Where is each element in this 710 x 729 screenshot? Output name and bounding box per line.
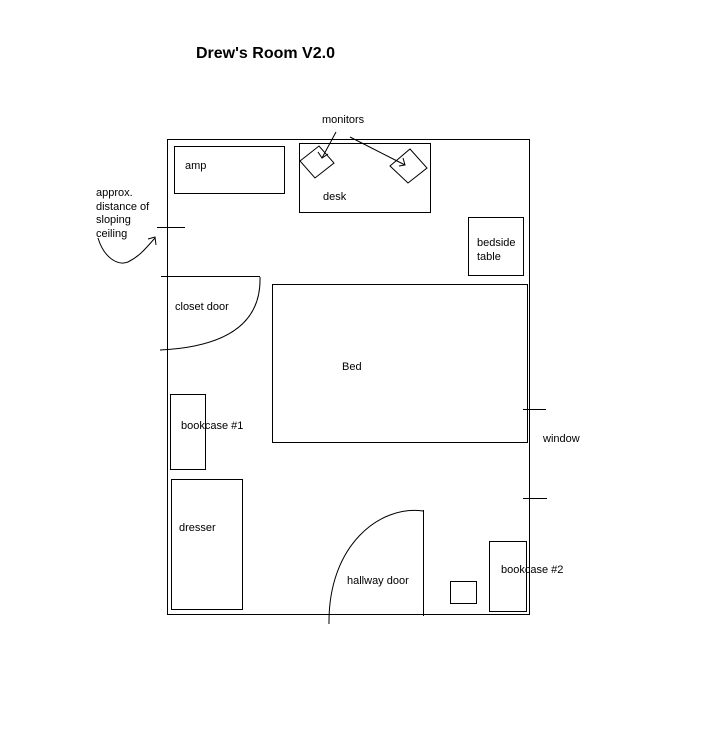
- bookcase-2-shape: [489, 541, 527, 612]
- closet-door-label: closet door: [175, 301, 229, 313]
- diagram-title: Drew's Room V2.0: [196, 45, 335, 62]
- hallway-door-swing: [328, 509, 424, 625]
- sloping-ceiling-note-line: distance of: [96, 200, 150, 213]
- desk-label: desk: [323, 191, 347, 203]
- bookcase-2-label: bookcase #2: [501, 564, 564, 576]
- sloping-ceiling-note-line: sloping: [96, 214, 131, 226]
- monitors-arrowhead-left: [317, 151, 329, 159]
- desk-shape: [299, 143, 431, 213]
- amp-shape: [174, 146, 285, 194]
- closet-door-swing: [159, 276, 261, 351]
- dresser-label: dresser: [179, 522, 216, 534]
- monitors-arrowhead-right: [398, 157, 406, 167]
- amp-label: amp: [185, 160, 207, 172]
- hallway-door-label: hallway door: [347, 575, 409, 587]
- sloping-ceiling-arrowhead: [147, 236, 157, 246]
- monitors-arrow-right: [349, 136, 406, 166]
- monitors-arrow-left: [321, 131, 337, 159]
- bedside-table-shape: [468, 217, 524, 276]
- room-wall: [167, 139, 530, 615]
- bedside-table-label-line1: bedside: [477, 237, 516, 249]
- bed-label: Bed: [342, 361, 362, 373]
- window-label: window: [543, 433, 580, 445]
- sloping-ceiling-arrow: [97, 237, 156, 264]
- monitor-left-shape: [299, 145, 335, 179]
- monitor-right-shape: [389, 148, 428, 184]
- bed-shape: [272, 284, 528, 443]
- bookcase-1-shape: [170, 394, 206, 470]
- small-square-shape: [450, 581, 477, 604]
- sloping-ceiling-note-line: approx.: [96, 187, 133, 199]
- sloping-ceiling-note-line: ceiling: [96, 227, 128, 240]
- bookcase-1-label: bookcase #1: [181, 420, 244, 432]
- dresser-shape: [171, 479, 243, 610]
- sloping-ceiling-note: approx. distance of sloping ceiling: [96, 187, 149, 241]
- monitors-label: monitors: [322, 114, 365, 126]
- bedside-table-label-line2: table: [477, 251, 501, 263]
